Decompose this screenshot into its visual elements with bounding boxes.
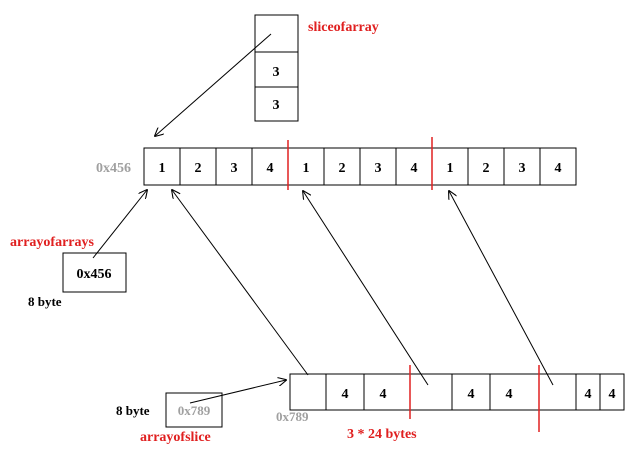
array-of-slice-label: arrayofslice xyxy=(140,430,211,445)
bottom-array-cell: 4 xyxy=(506,387,513,402)
arrow-slice-to-array xyxy=(155,33,272,136)
bottom-array-cell: 4 xyxy=(380,387,387,402)
bottom-array-cell: 4 xyxy=(585,387,592,402)
main-array-cell: 2 xyxy=(339,161,346,176)
bytes-note: 3 * 24 bytes xyxy=(347,427,417,442)
slice-of-array-label: sliceofarray xyxy=(308,20,379,35)
main-array-cell: 2 xyxy=(195,161,202,176)
main-array-cell: 4 xyxy=(555,161,562,176)
arrow-slice-elem-2 xyxy=(303,191,429,386)
bottom-array-cell: 4 xyxy=(468,387,475,402)
main-array-cell: 3 xyxy=(375,161,382,176)
arrow-slice-elem-3 xyxy=(449,191,554,386)
size-label-top: 8 byte xyxy=(28,294,62,309)
main-array-cell: 4 xyxy=(411,161,418,176)
main-array-address: 0x456 xyxy=(96,161,131,176)
array-of-arrays-box xyxy=(62,252,127,293)
slice-of-array-cell: 3 xyxy=(273,98,280,113)
bottom-slice-array: 4 4 4 4 4 4 xyxy=(289,365,625,432)
slice-of-array-cell: 3 xyxy=(273,65,280,80)
bottom-array-cell: 4 xyxy=(342,387,349,402)
bottom-array-address: 0x789 xyxy=(276,409,309,424)
array-of-slice-address: 0x789 xyxy=(178,403,211,418)
main-array-cell: 4 xyxy=(267,161,274,176)
main-array-cell: 1 xyxy=(303,161,310,176)
main-array-cell: 1 xyxy=(159,161,166,176)
pointer-arrows xyxy=(92,33,554,404)
size-label-bottom: 8 byte xyxy=(116,403,150,418)
bottom-array-cell: 4 xyxy=(609,387,616,402)
main-array-cell: 1 xyxy=(447,161,454,176)
main-array-cell: 2 xyxy=(483,161,490,176)
main-array-cell: 3 xyxy=(519,161,526,176)
array-of-arrays-label: arrayofarrays xyxy=(10,235,95,250)
array-of-slice-box xyxy=(165,392,223,428)
arrow-arrayofslice-to-array xyxy=(189,380,286,404)
main-array: 1 2 3 4 1 2 3 4 1 2 3 4 xyxy=(143,137,577,190)
slice-of-array-box: 3 3 xyxy=(254,14,299,122)
main-array-cell: 3 xyxy=(231,161,238,176)
array-of-arrays-address: 0x456 xyxy=(77,267,112,282)
arrow-arrayofarrays-to-array xyxy=(92,190,147,259)
arrow-slice-elem-1 xyxy=(172,190,309,376)
